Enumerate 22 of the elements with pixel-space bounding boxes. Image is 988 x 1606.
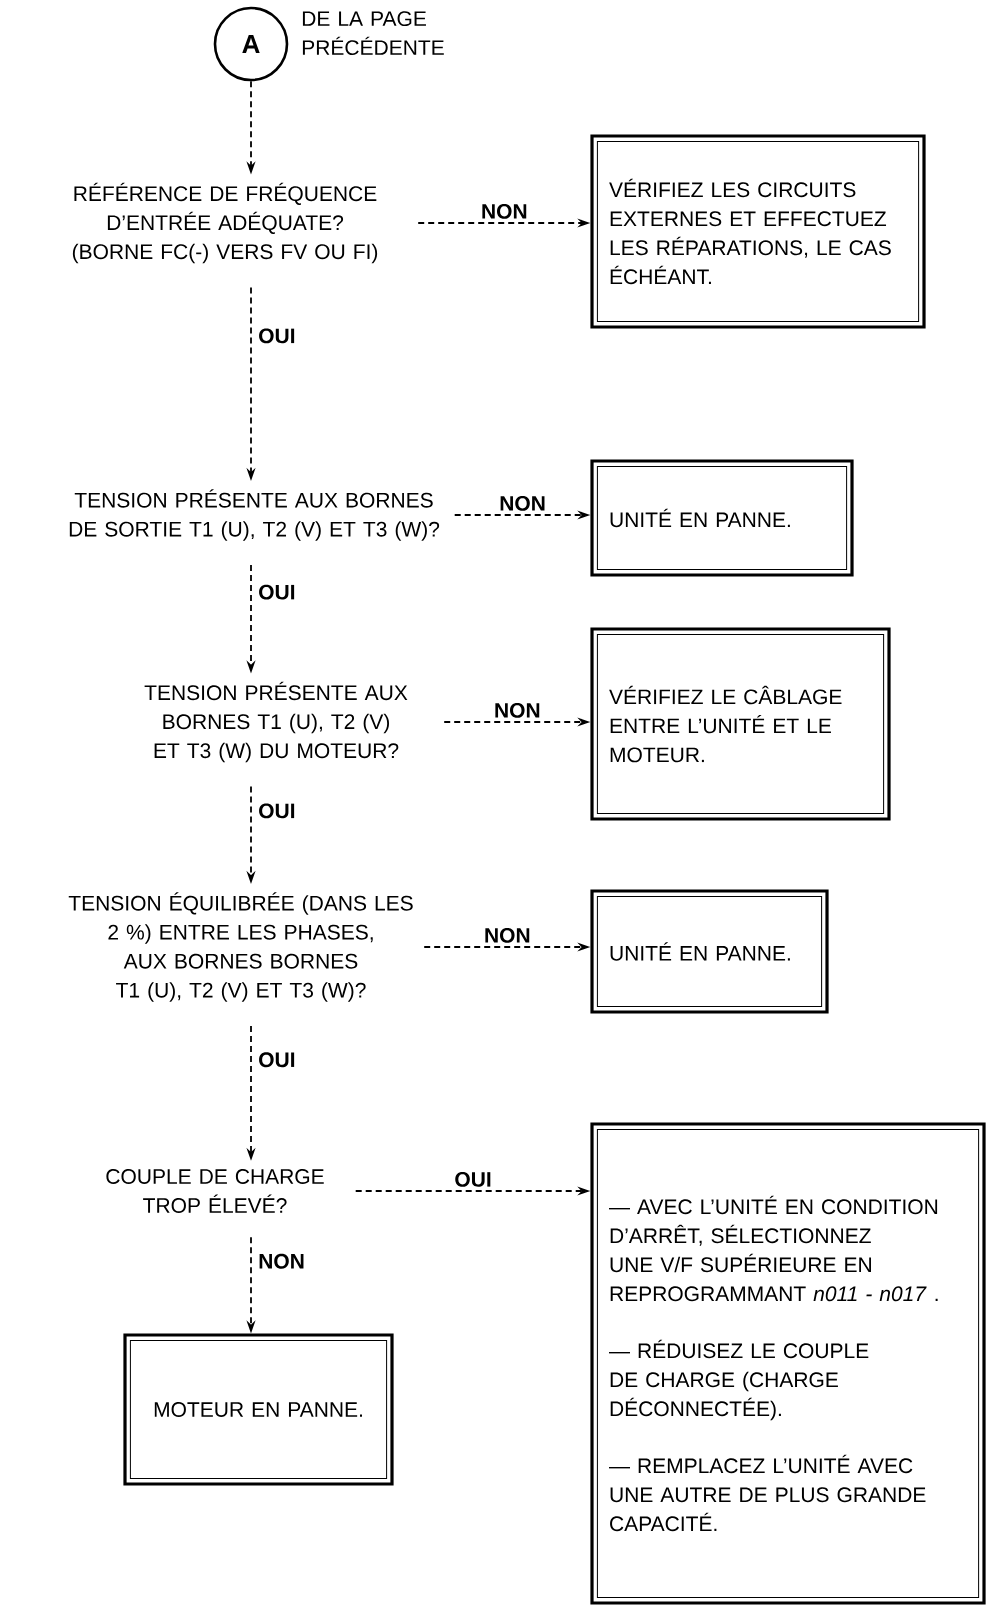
question-text: COUPLE DE CHARGE TROP ÉLEVÉ? xyxy=(106,1169,324,1213)
edge-label: OUI xyxy=(257,327,297,345)
edge-label: OUI xyxy=(257,1051,297,1069)
question-text: TENSION PRÉSENTE AUX BORNES T1 (U), T2 (V) ET T3 (W) DU MOTEUR? xyxy=(144,681,408,763)
edge-label: NON xyxy=(479,202,529,220)
action-box: MOTEUR EN PANNE. xyxy=(123,1333,394,1486)
question-text: RÉFÉRENCE DE FRÉQUENCE D’ENTRÉE ADÉQUATE? (BORNE FC(-) VERS FV OU FI) xyxy=(72,182,378,264)
edge-label: OUI xyxy=(257,583,297,601)
action-box: VÉRIFIEZ LES CIRCUITS EXTERNES ET EFFECTUEZ LES RÉPARATIONS, LE CAS ÉCHÉANT. xyxy=(590,134,926,329)
edge-label: OUI xyxy=(257,802,297,820)
action-box: UNITÉ EN PANNE. xyxy=(590,459,854,577)
edge-label: NON xyxy=(492,701,542,719)
edge-label: NON xyxy=(482,926,532,944)
action-box: VÉRIFIEZ LE CÂBLAGE ENTRE L’UNITÉ ET LE MOTEUR. xyxy=(590,627,891,821)
edge-label: OUI xyxy=(453,1170,493,1188)
question-text: TENSION PRÉSENTE AUX BORNES DE SORTIE T1 (U), T2 (V) ET T3 (W)? xyxy=(69,489,440,541)
edge-label: NON xyxy=(257,1252,306,1270)
annotation-text: DE LA PAGE PRÉCÉDENTE xyxy=(302,11,444,56)
question-text: TENSION ÉQUILIBRÉE (DANS LES 2 %) ENTRE LES PHASES, AUX BORNES BORNES T1 (U), T2 (V) ET T3 (W)? xyxy=(68,892,413,1002)
action-box: — AVEC L’UNITÉ EN CONDITION D’ARRÊT, SÉLECTIONNEZ UNE V/F SUPÉRIEURE EN REPROGRAMMANT n011 - n017 . — RÉDUISEZ LE COUPLE DE CHARGE (CHARGE DÉCONNECTÉE). — REMPLACEZ L’UNITÉ AVEC UNE AUTRE DE PLUS GRANDE CAPACITÉ. xyxy=(590,1122,986,1605)
edge-label: NON xyxy=(498,494,547,512)
action-box: UNITÉ EN PANNE. xyxy=(590,889,829,1014)
